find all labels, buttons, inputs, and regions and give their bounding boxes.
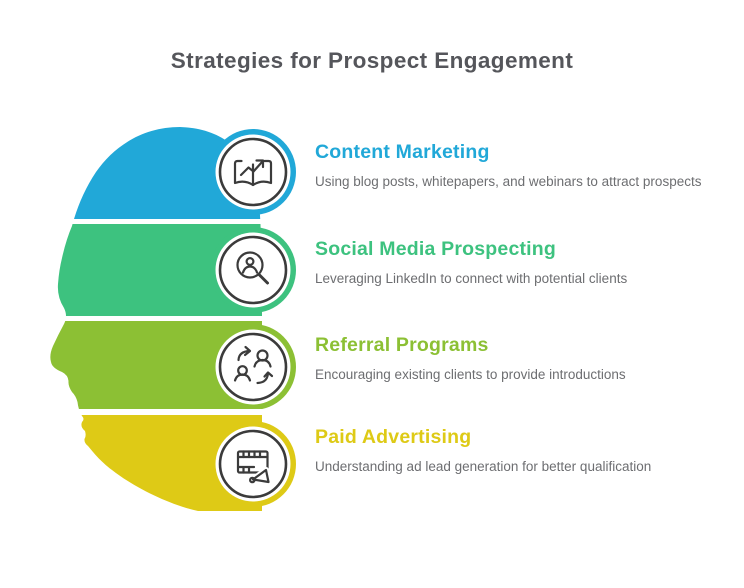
strategy-heading: Paid Advertising — [315, 426, 472, 448]
strategy-item-paid-ads: Paid Advertising Understanding ad lead g… — [315, 425, 735, 477]
social-media-badge — [215, 232, 291, 308]
strategy-description: Using blog posts, whitepapers, and webin… — [315, 174, 702, 189]
strategy-description: Encouraging existing clients to provide … — [315, 367, 626, 382]
strategy-heading: Referral Programs — [315, 334, 489, 356]
referral-badge — [215, 329, 291, 405]
search-person-icon — [236, 251, 269, 285]
paid-ads-badge — [215, 426, 291, 502]
content-marketing-badge — [215, 134, 291, 210]
strategy-heading: Social Media Prospecting — [315, 238, 557, 260]
people-exchange-icon — [233, 345, 274, 385]
strategy-description: Understanding ad lead generation for bet… — [315, 459, 652, 474]
strategy-heading: Content Marketing — [315, 141, 490, 163]
book-trend-icon — [233, 159, 273, 187]
page-title: Strategies for Prospect Engagement — [170, 48, 574, 73]
strategy-item-social-media: Social Media Prospecting Leveraging Link… — [315, 237, 735, 289]
strategy-description: Leveraging LinkedIn to connect with pote… — [315, 271, 628, 286]
billboard-megaphone-icon — [236, 450, 272, 485]
strategy-item-content-marketing: Content Marketing Using blog posts, whit… — [315, 140, 735, 192]
strategy-item-referral: Referral Programs Encouraging existing c… — [315, 333, 735, 385]
